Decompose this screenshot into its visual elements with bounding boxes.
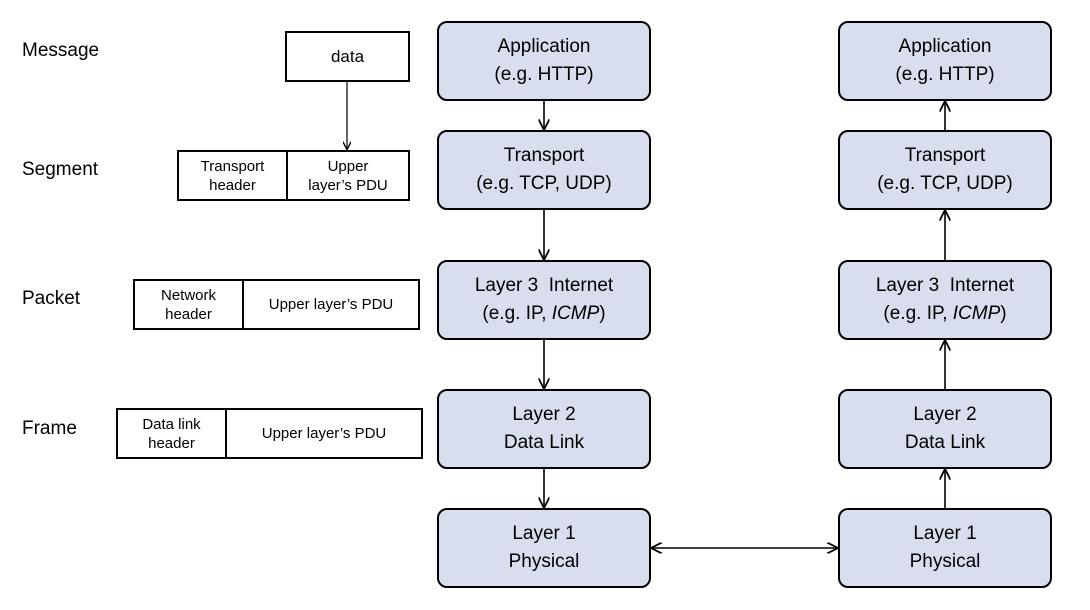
left-internet-name: Layer 3 Internet (474, 275, 614, 296)
right-internet-layer: Layer 3 Internet (e.g. IP, ICMP) (838, 260, 1052, 340)
right-internet-example-post: ) (1000, 303, 1007, 324)
left-transport-name: Transport (503, 145, 585, 166)
left-datalink-example: Data Link (503, 432, 585, 453)
right-datalink-name: Layer 2 (913, 404, 977, 425)
left-internet-example-pre: (e.g. IP, (482, 303, 552, 324)
left-application-example: (e.g. HTTP) (494, 64, 594, 85)
right-datalink-example: Data Link (904, 432, 986, 453)
left-internet-example: (e.g. IP, ICMP) (482, 300, 605, 328)
right-physical-example: Physical (909, 551, 981, 572)
left-application-layer: Application (e.g. HTTP) (437, 21, 651, 101)
left-transport-layer: Transport (e.g. TCP, UDP) (437, 130, 651, 210)
right-internet-example: (e.g. IP, ICMP) (883, 300, 1006, 328)
message-pdu: data (285, 31, 410, 82)
frame-payload-cell: Upper layer’s PDU (261, 425, 387, 442)
segment-pdu: Transport header Upper layer’s PDU (177, 150, 410, 201)
segment-label: Segment (22, 159, 99, 180)
right-physical-name: Layer 1 (913, 523, 977, 544)
left-datalink-layer: Layer 2 Data Link (437, 389, 651, 469)
left-internet-layer: Layer 3 Internet (e.g. IP, ICMP) (437, 260, 651, 340)
packet-header-cell: Network header (135, 281, 244, 328)
left-physical-name: Layer 1 (512, 523, 576, 544)
right-transport-layer: Transport (e.g. TCP, UDP) (838, 130, 1052, 210)
message-data-cell: data (330, 47, 365, 66)
right-internet-name: Layer 3 Internet (875, 275, 1015, 296)
right-application-name: Application (898, 36, 992, 57)
packet-label: Packet (22, 288, 81, 309)
left-datalink-name: Layer 2 (512, 404, 576, 425)
segment-payload-cell: Upper layer’s PDU (308, 157, 388, 194)
message-label: Message (22, 40, 100, 61)
left-physical-example: Physical (508, 551, 580, 572)
frame-pdu: Data link header Upper layer’s PDU (116, 408, 423, 459)
right-application-layer: Application (e.g. HTTP) (838, 21, 1052, 101)
right-transport-name: Transport (904, 145, 986, 166)
left-physical-layer: Layer 1 Physical (437, 508, 651, 588)
right-physical-layer: Layer 1 Physical (838, 508, 1052, 588)
frame-header-cell: Data link header (118, 410, 227, 457)
segment-header-cell: Transport header (179, 152, 288, 199)
right-internet-example-pre: (e.g. IP, (883, 303, 953, 324)
left-internet-example-icmp: ICMP (551, 303, 600, 324)
right-transport-example: (e.g. TCP, UDP) (877, 173, 1013, 194)
right-internet-example-icmp: ICMP (952, 303, 1001, 324)
packet-pdu: Network header Upper layer’s PDU (133, 279, 420, 330)
left-transport-example: (e.g. TCP, UDP) (476, 173, 612, 194)
packet-payload-cell: Upper layer’s PDU (268, 296, 394, 313)
right-datalink-layer: Layer 2 Data Link (838, 389, 1052, 469)
right-application-example: (e.g. HTTP) (895, 64, 995, 85)
left-application-name: Application (497, 36, 591, 57)
left-internet-example-post: ) (599, 303, 606, 324)
frame-label: Frame (22, 418, 77, 439)
